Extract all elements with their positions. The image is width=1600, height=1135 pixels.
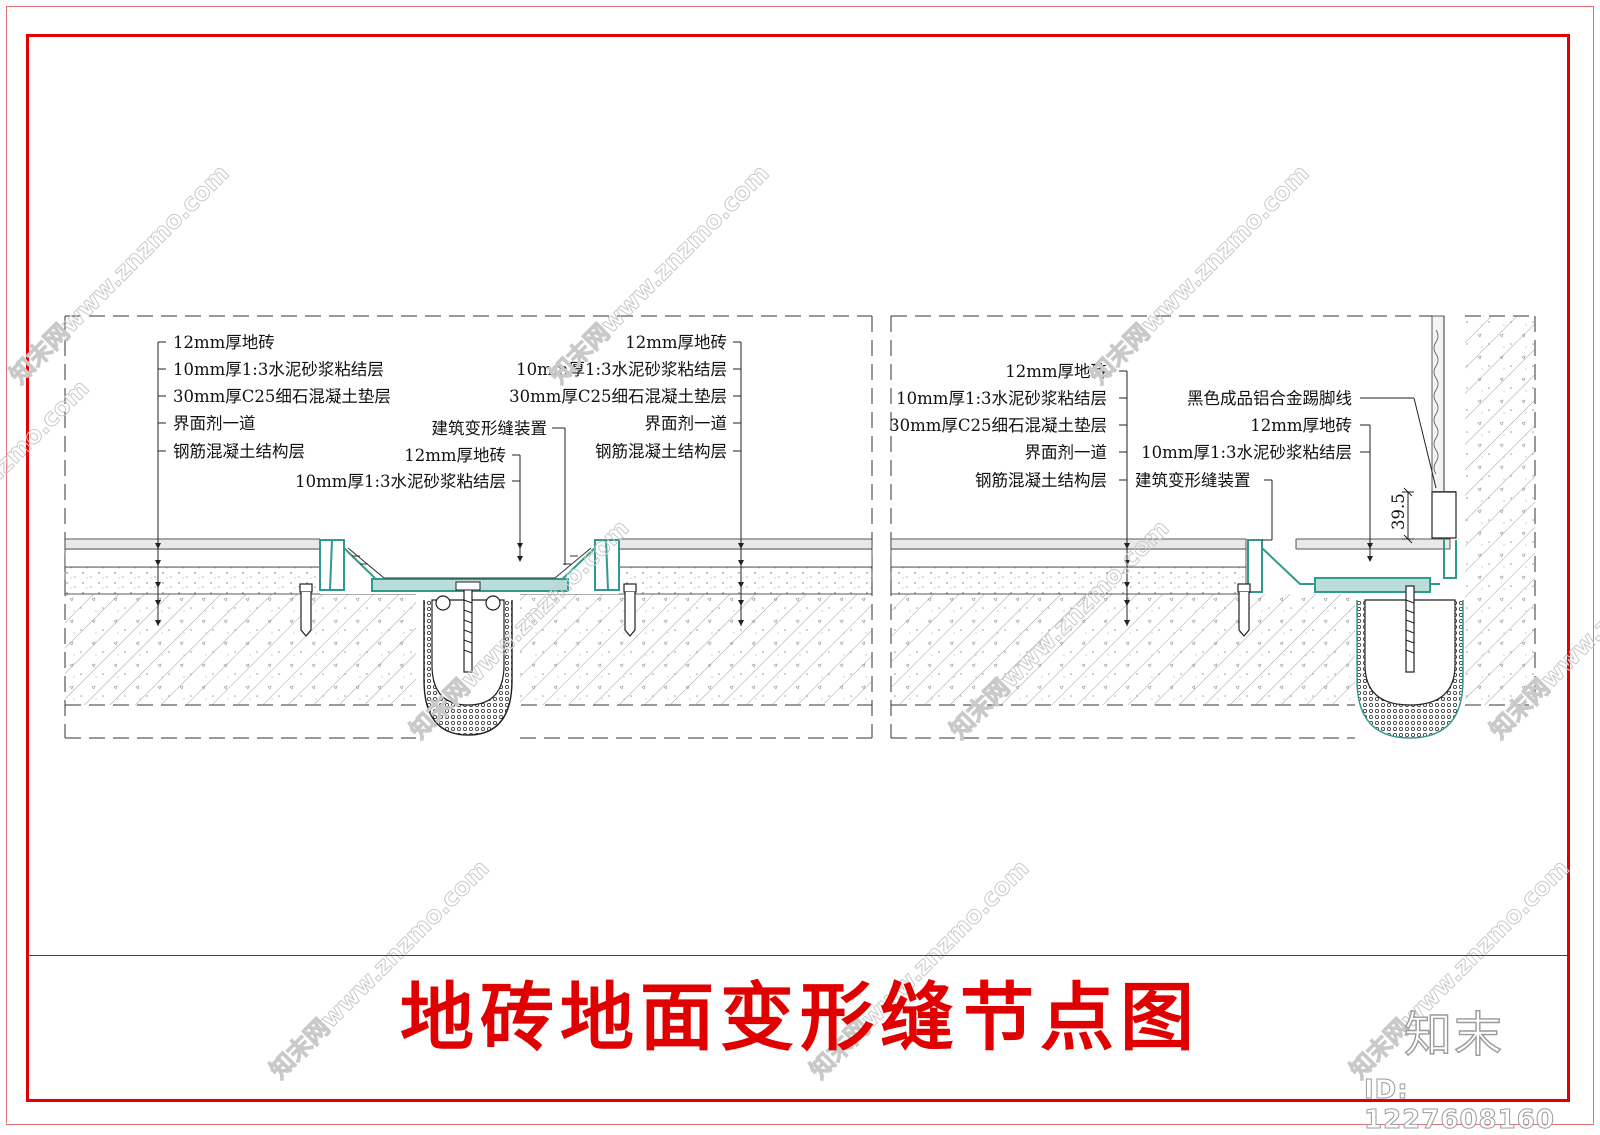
- title-divider: [29, 955, 1567, 956]
- left-detail: 12mm厚地砖 10mm厚1:3水泥砂浆粘结层 30mm厚C25细石混凝土垫层 …: [64, 315, 873, 739]
- drawing-frame: [26, 34, 1570, 1102]
- r-right-label-3: 10mm厚1:3水泥砂浆粘结层: [1141, 443, 1352, 462]
- sheet-outer-border: [6, 6, 1594, 1125]
- right-label-2: 10mm厚1:3水泥砂浆粘结层: [516, 360, 727, 379]
- right-label-1: 12mm厚地砖: [625, 333, 727, 352]
- r-right-label-4: 建筑变形缝装置: [1135, 471, 1251, 490]
- r-left-label-2: 10mm厚1:3水泥砂浆粘结层: [896, 389, 1107, 408]
- right-detail: 39.5: [889, 315, 1536, 739]
- r-left-label-3: 30mm厚C25细石混凝土垫层: [889, 416, 1107, 435]
- right-label-5: 钢筋混凝土结构层: [595, 442, 727, 461]
- watermark-1: 知末网www.znzmo.com: [4, 159, 234, 389]
- right-label-4: 界面剂一道: [645, 414, 728, 433]
- watermark-3: 知末网www.znzmo.com: [1084, 159, 1314, 389]
- watermark-id: ID: 1227608160: [1364, 1075, 1555, 1135]
- watermark-logo: 知末: [1403, 1006, 1505, 1063]
- device-label: 建筑变形缝装置: [432, 419, 548, 438]
- r-left-label-4: 界面剂一道: [1025, 443, 1108, 462]
- left-label-3: 30mm厚C25细石混凝土垫层: [173, 387, 391, 406]
- watermark-2: 知末网www.znzmo.com: [544, 159, 774, 389]
- drawing-title: 地砖地面变形缝节点图: [400, 975, 1200, 1061]
- inner-label-1: 12mm厚地砖: [404, 446, 506, 465]
- r-right-label-2: 12mm厚地砖: [1250, 416, 1352, 435]
- left-label-2: 10mm厚1:3水泥砂浆粘结层: [173, 360, 384, 379]
- left-label-5: 钢筋混凝土结构层: [173, 442, 305, 461]
- dimension-label: 39.5: [1389, 493, 1408, 530]
- inner-label-2: 10mm厚1:3水泥砂浆粘结层: [295, 472, 506, 491]
- r-left-label-5: 钢筋混凝土结构层: [975, 471, 1107, 490]
- r-right-label-1: 黑色成品铝合金踢脚线: [1187, 389, 1352, 408]
- left-label-1: 12mm厚地砖: [173, 333, 275, 352]
- r-left-label-1: 12mm厚地砖: [1005, 362, 1107, 381]
- right-label-3: 30mm厚C25细石混凝土垫层: [509, 387, 727, 406]
- left-label-4: 界面剂一道: [173, 414, 256, 433]
